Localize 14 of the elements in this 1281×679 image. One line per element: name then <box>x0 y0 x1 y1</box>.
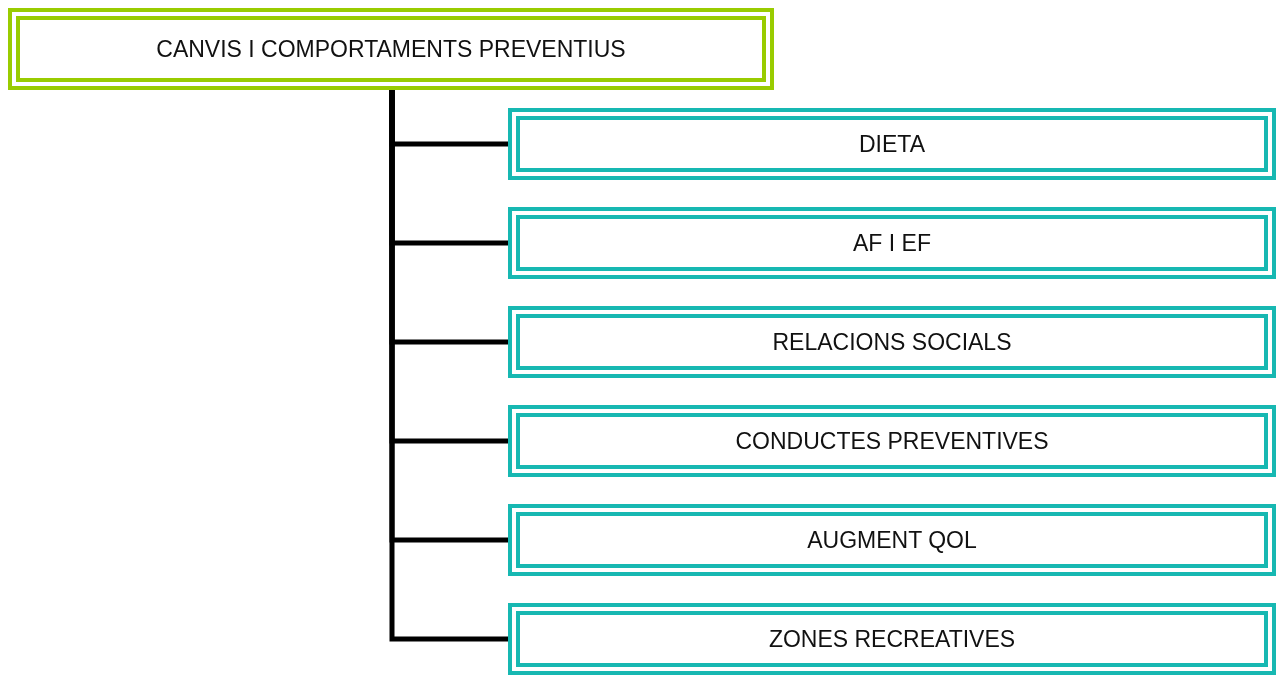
box-label: DIETA <box>859 130 925 158</box>
process-box <box>508 405 1276 477</box>
box-label: CANVIS I COMPORTAMENTS PREVENTIUS <box>156 35 626 63</box>
box-label: AUGMENT QOL <box>807 526 977 554</box>
box-label: AF I EF <box>853 229 931 257</box>
box-label: ZONES RECREATIVES <box>768 625 1016 653</box>
process-box <box>508 108 1276 180</box>
process-box <box>508 207 1276 279</box>
box-label: CONDUCTES PREVENTIVES <box>735 427 1049 455</box>
process-box <box>508 504 1276 576</box>
box-label: RELACIONS SOCIALS <box>772 328 1012 356</box>
process-box <box>508 603 1276 675</box>
process-box <box>8 8 774 90</box>
process-box <box>508 306 1276 378</box>
